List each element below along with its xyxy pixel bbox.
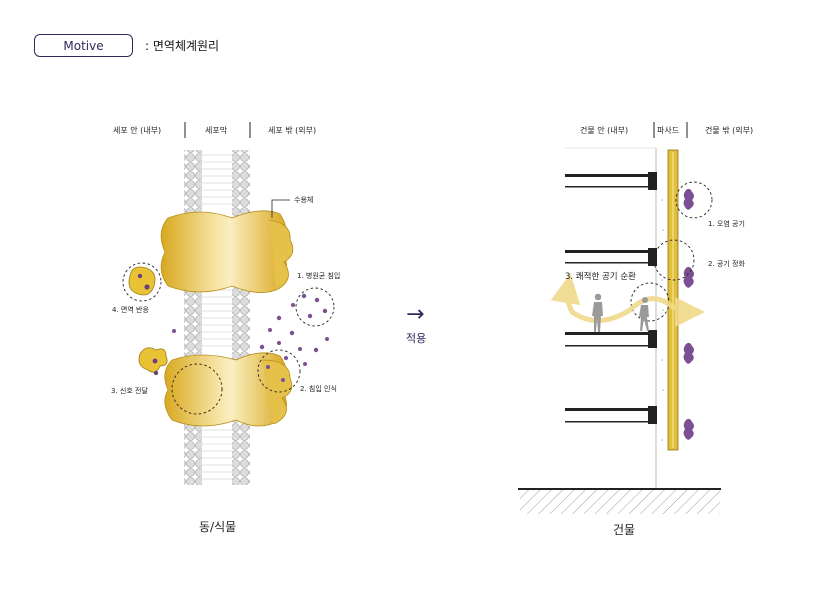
ground [520,489,720,514]
label-apply: 적용 [406,332,427,345]
people [592,293,649,332]
receptor-lower [164,352,293,427]
caption-building: 건물 [613,523,636,537]
immune-response-circle [122,262,162,302]
label-signal-transfer: 3. 신호 전달 [111,387,148,395]
purification-circle [653,239,695,281]
label-membrane: 세포막 [205,126,228,135]
label-recognition: 2. 침입 인식 [300,385,337,393]
label-receptor: 수용체 [294,196,314,204]
pathogens [172,293,329,382]
signal-transfer-circle [171,363,223,415]
motive-tag: Motive [34,34,133,57]
cell-membrane [184,150,250,485]
building-section [518,147,721,514]
label-pathogen-entry: 1. 병원균 침입 [297,272,341,280]
caption-organism: 동/식물 [199,520,237,534]
label-building-inside: 건물 안 (내부) [580,126,629,135]
pathogen-entry-circle [295,287,335,327]
immune-cell [128,266,156,296]
label-polluted-air: 1. 오염 공기 [708,220,745,228]
receptor-upper [160,210,294,293]
polluted-air-circle [675,181,713,219]
apply-arrow-icon: → [406,302,425,327]
label-air-circulation: 3. 쾌적한 공기 순환 [565,272,636,282]
label-air-purification: 2. 공기 정화 [708,260,745,268]
label-cell-inside: 세포 안 (내부) [113,126,162,135]
label-cell-outside: 세포 밖 (외부) [268,126,317,135]
page-title: : 면역체계원리 [145,39,220,53]
label-facade: 파사드 [657,126,680,135]
receptor-leader [271,199,290,218]
label-building-outside: 건물 밖 (외부) [705,126,754,135]
label-immune-response: 4. 면역 반응 [112,306,149,314]
pollution-blobs [683,188,694,440]
recognition-circle [257,349,301,393]
